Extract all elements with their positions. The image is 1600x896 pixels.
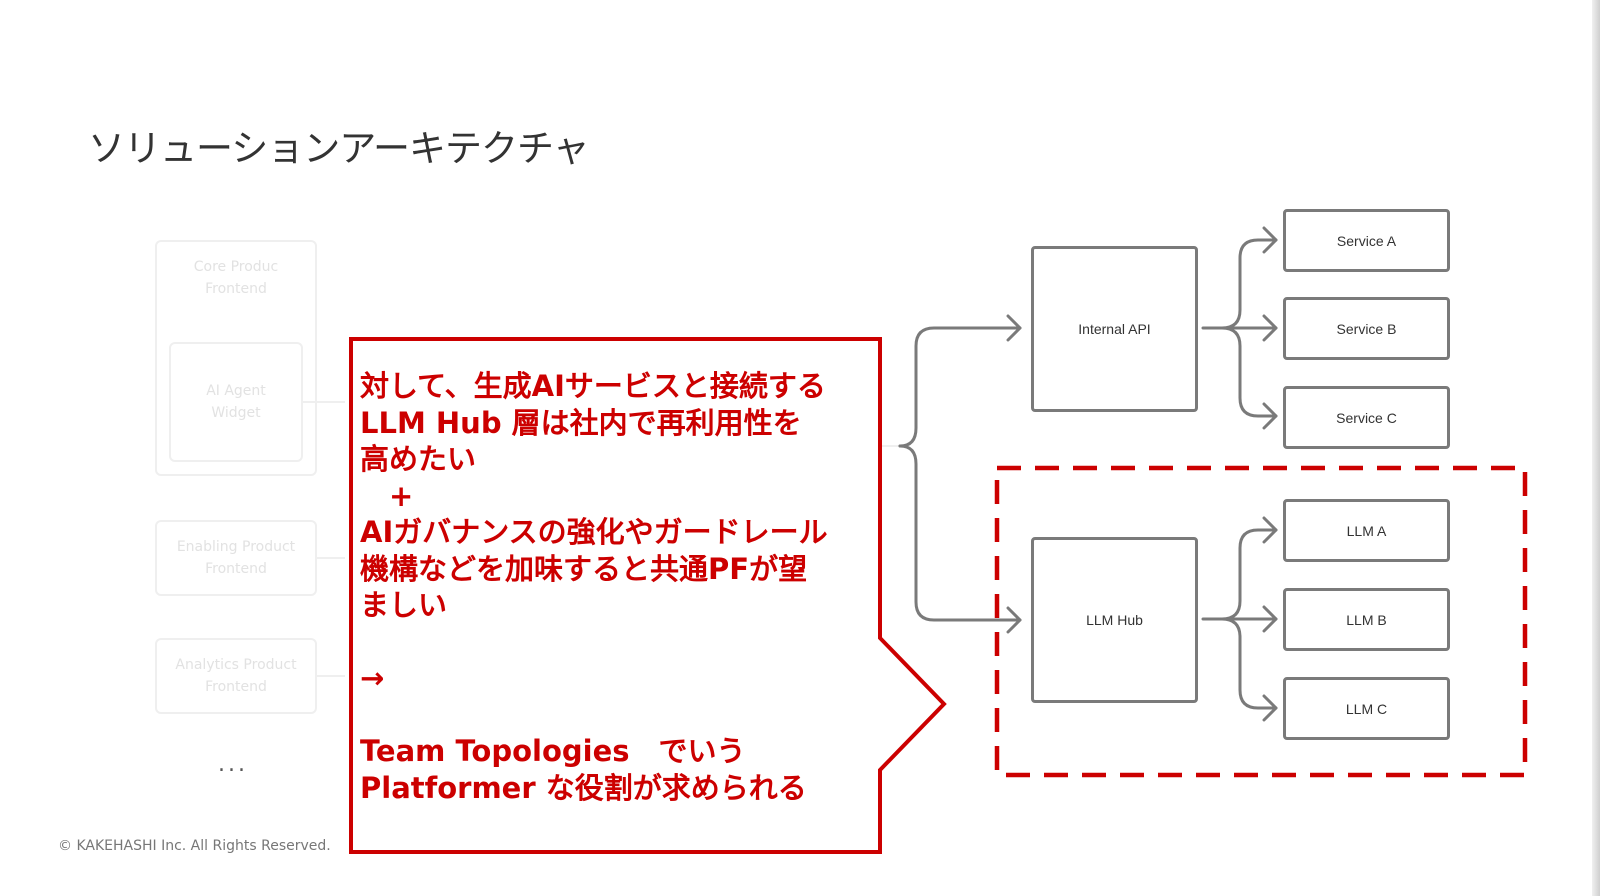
core-product-frontend-box: Core Produc Frontend	[155, 240, 317, 476]
enabling-product-frontend-box: Enabling Product Frontend	[155, 520, 317, 596]
service-b-label: Service B	[1336, 320, 1397, 337]
internal-api-to-services-arrows	[1201, 226, 1278, 430]
llm-hub-label: LLM Hub	[1086, 612, 1143, 628]
llm-a-node: LLM A	[1283, 499, 1450, 562]
slide-title: ソリューションアーキテクチャ	[88, 127, 590, 170]
service-a-node: Service A	[1283, 209, 1450, 272]
llm-hub-node: LLM Hub	[1031, 537, 1198, 703]
enabling-product-frontend-label: Enabling Product Frontend	[176, 539, 296, 577]
callout-line: 機構などを加味すると共通PFが望	[360, 551, 808, 586]
callout-shape	[349, 337, 947, 854]
callout-line	[360, 624, 850, 661]
llm-b-label: LLM B	[1346, 611, 1387, 628]
llm-hub-to-llms-arrows	[1201, 516, 1278, 722]
callout-line: LLM Hub 層は社内で再利用性を	[360, 405, 802, 440]
callout-line: 高めたい	[360, 442, 477, 476]
core-product-frontend-label: Core Produc Frontend	[193, 259, 279, 297]
callout-line	[360, 697, 850, 734]
internal-api-label: Internal API	[1078, 321, 1151, 337]
slide-edge	[1592, 0, 1600, 896]
more-frontends-ellipsis: ...	[218, 752, 248, 777]
callout-line: →	[360, 661, 385, 695]
analytics-product-frontend-label: Analytics Product Frontend	[175, 657, 297, 695]
llm-b-node: LLM B	[1283, 588, 1450, 651]
ai-agent-widget-label: AI Agent Widget	[206, 383, 266, 421]
service-c-node: Service C	[1283, 386, 1450, 449]
callout-line: +	[360, 478, 414, 513]
llm-c-label: LLM C	[1345, 700, 1388, 717]
service-b-node: Service B	[1283, 297, 1450, 360]
callout-line: 対して、生成AIサービスと接続する	[360, 369, 826, 403]
callout-line: AIガバナンスの強化やガードレール	[360, 515, 828, 549]
callout-line: ましい	[360, 588, 448, 622]
frontend-to-backend-arrows	[898, 314, 1022, 634]
callout-line: Platformer な役割が求められる	[360, 770, 807, 805]
ai-agent-widget-box: AI Agent Widget	[169, 342, 303, 462]
llm-c-node: LLM C	[1283, 677, 1450, 740]
analytics-product-frontend-box: Analytics Product Frontend	[155, 638, 317, 714]
callout-text: 対して、生成AIサービスと接続する LLM Hub 層は社内で再利用性を 高めた…	[360, 368, 850, 806]
internal-api-node: Internal API	[1031, 246, 1198, 412]
llm-a-label: LLM A	[1346, 522, 1387, 539]
service-c-label: Service C	[1336, 409, 1397, 426]
copyright-footer: © KAKEHASHI Inc. All Rights Reserved.	[58, 838, 331, 854]
callout-line: Team Topologies でいう	[360, 734, 746, 768]
service-a-label: Service A	[1336, 232, 1397, 249]
